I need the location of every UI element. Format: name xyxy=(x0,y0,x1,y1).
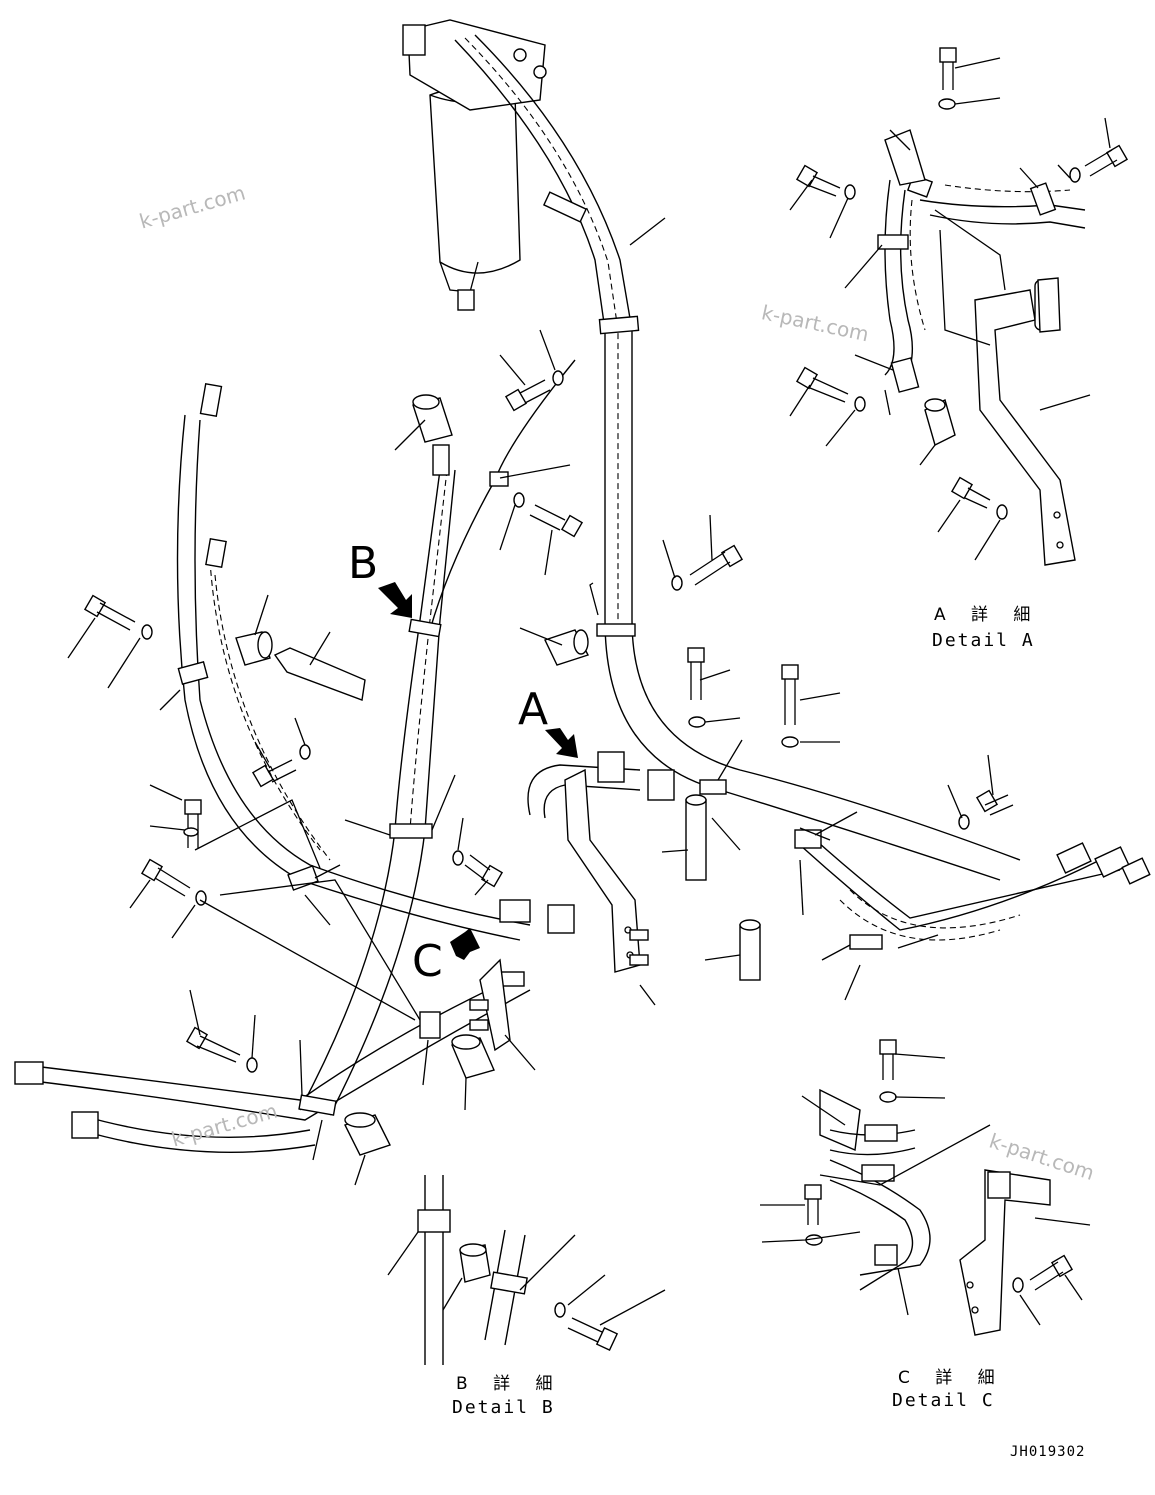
detail-c-title-jp: C 詳 細 xyxy=(898,1368,1005,1388)
arrow-a-icon xyxy=(545,728,578,758)
detail-c-drawing xyxy=(819,1088,931,1291)
detail-a-title-en: Detail A xyxy=(932,630,1035,651)
view-arrows xyxy=(378,582,578,960)
drawing-number: JH019302 xyxy=(1010,1444,1086,1460)
clamps xyxy=(177,191,883,1116)
detail-b-drawing xyxy=(417,1175,528,1365)
fuel-filter xyxy=(407,19,547,311)
hose-fittings xyxy=(14,24,1151,1139)
view-label-a: A xyxy=(518,684,549,735)
view-label-c: C xyxy=(412,936,443,987)
detail-c-title-en: Detail C xyxy=(892,1390,995,1411)
leader-lines xyxy=(67,57,1111,1326)
brackets xyxy=(273,279,1076,1336)
hoses xyxy=(24,34,1121,1153)
detail-b-title-en: Detail B xyxy=(452,1397,555,1418)
detail-a-drawing xyxy=(877,129,1086,416)
arrow-b-icon xyxy=(378,582,412,618)
detail-b-title-jp: B 詳 細 xyxy=(456,1374,563,1394)
fasteners xyxy=(83,47,1129,1352)
arrow-c-icon xyxy=(450,928,480,960)
view-label-b: B xyxy=(348,538,379,589)
detail-a-title-jp: A 詳 細 xyxy=(934,605,1041,625)
